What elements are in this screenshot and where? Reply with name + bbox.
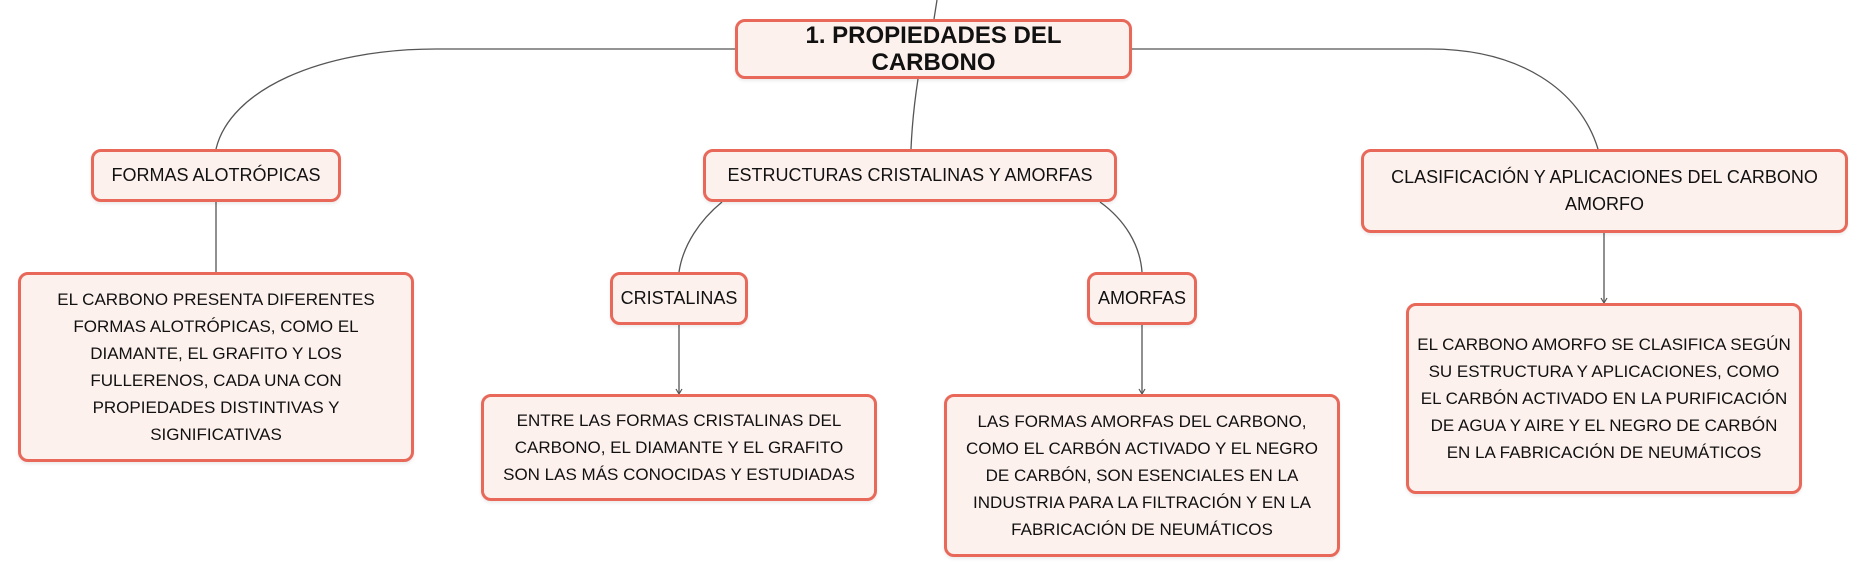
connector-root-formas-alotropicas [215, 48, 737, 150]
detail-clasificacion-text: EL CARBONO AMORFO SE CLASIFICA SEGÚN SU … [1417, 335, 1791, 462]
detail-formas-alotropicas-text: EL CARBONO PRESENTA DIFERENTES FORMAS AL… [57, 290, 375, 444]
topic-cristalinas[interactable]: CRISTALINAS [610, 272, 748, 325]
topic-clasificacion-aplicaciones[interactable]: CLASIFICACIÓN Y APLICACIONES DEL CARBONO… [1361, 149, 1848, 233]
detail-formas-alotropicas[interactable]: EL CARBONO PRESENTA DIFERENTES FORMAS AL… [18, 272, 414, 462]
detail-cristalinas[interactable]: ENTRE LAS FORMAS CRISTALINAS DEL CARBONO… [481, 394, 877, 501]
topic-formas-alotropicas-label: FORMAS ALOTRÓPICAS [111, 165, 321, 185]
connector-estructuras-amorfas [1099, 201, 1143, 273]
connector-root-clasificacion [1130, 48, 1599, 150]
connector-root-estructuras [910, 78, 919, 150]
detail-clasificacion[interactable]: EL CARBONO AMORFO SE CLASIFICA SEGÚN SU … [1406, 303, 1802, 494]
connector-parent-root [933, 0, 938, 20]
topic-cristalinas-label: CRISTALINAS [620, 288, 738, 308]
topic-amorfas-label: AMORFAS [1098, 288, 1187, 308]
detail-amorfas-text: LAS FORMAS AMORFAS DEL CARBONO, COMO EL … [965, 412, 1319, 539]
topic-amorfas[interactable]: AMORFAS [1087, 272, 1197, 325]
connector-estructuras-cristalinas [678, 201, 723, 273]
detail-cristalinas-text: ENTRE LAS FORMAS CRISTALINAS DEL CARBONO… [503, 411, 855, 484]
detail-amorfas[interactable]: LAS FORMAS AMORFAS DEL CARBONO, COMO EL … [944, 394, 1340, 557]
topic-clasificacion-label: CLASIFICACIÓN Y APLICACIONES DEL CARBONO… [1391, 167, 1818, 214]
topic-estructuras-label: ESTRUCTURAS CRISTALINAS Y AMORFAS [727, 165, 1093, 185]
topic-estructuras-cristalinas-amorfas[interactable]: ESTRUCTURAS CRISTALINAS Y AMORFAS [703, 149, 1117, 202]
topic-formas-alotropicas[interactable]: FORMAS ALOTRÓPICAS [91, 149, 341, 202]
root-topic[interactable]: 1. PROPIEDADES DEL CARBONO [735, 19, 1132, 79]
root-topic-label: 1. PROPIEDADES DEL CARBONO [805, 22, 1062, 76]
